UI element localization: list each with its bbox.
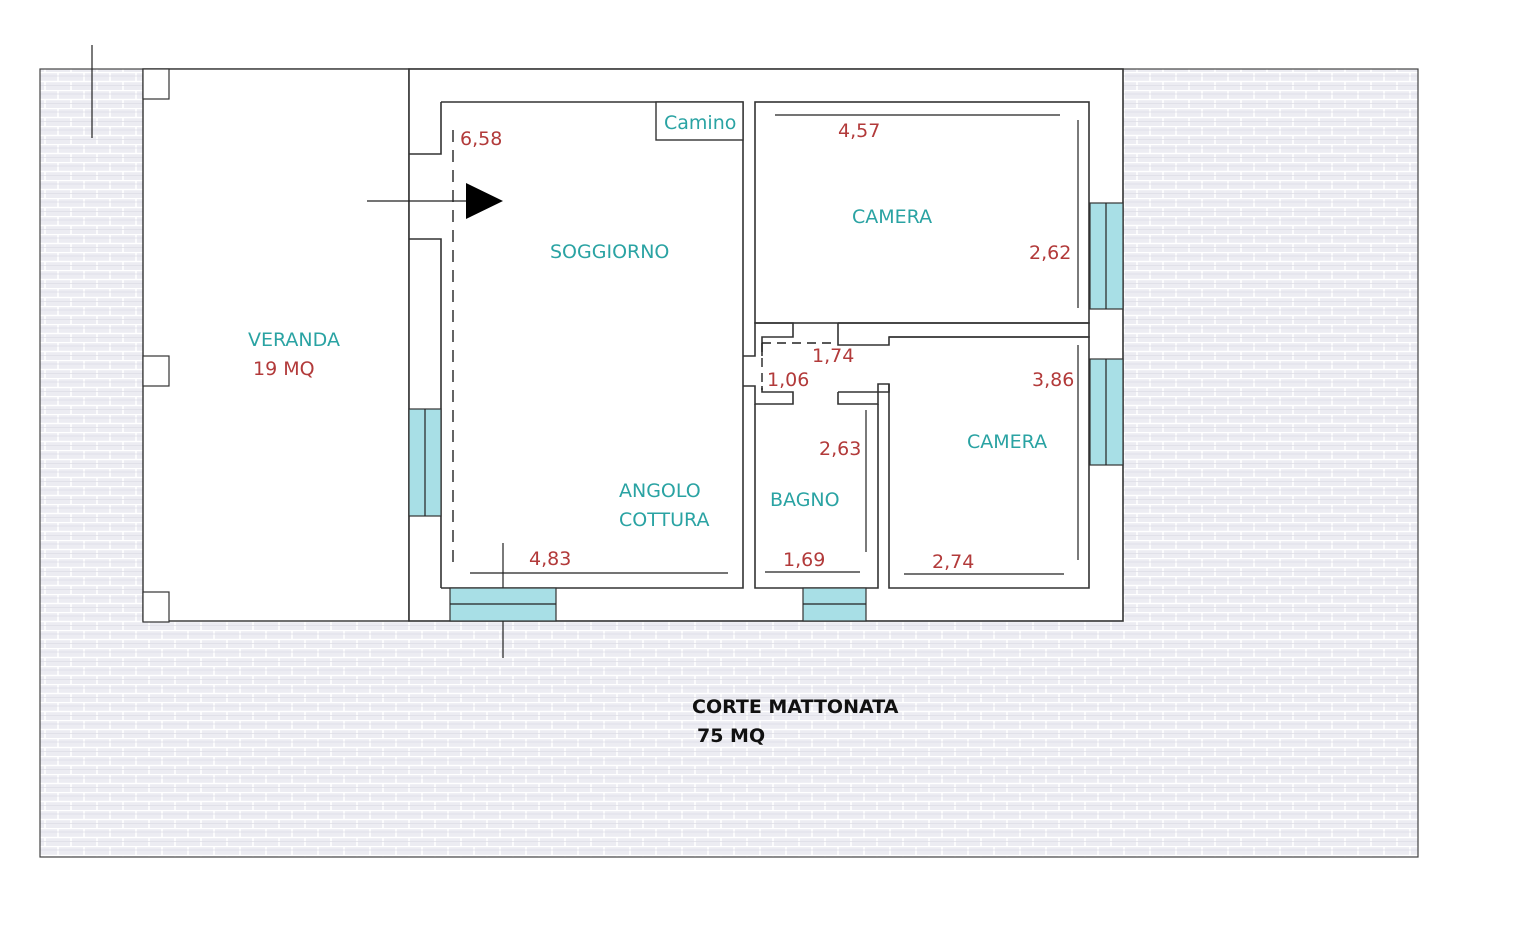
veranda-label: VERANDA (248, 329, 340, 351)
hall-wall-lower-left (743, 385, 794, 405)
veranda-area: 19 MQ (253, 358, 315, 380)
bagno-height-dim: 2,63 (819, 438, 861, 460)
soggiorno-label: SOGGIORNO (550, 241, 669, 263)
house-footprint (408, 68, 1124, 622)
camera-top-width-dim: 4,57 (838, 120, 880, 142)
veranda-pillar (142, 355, 170, 387)
hall-width-dim: 1,74 (812, 345, 854, 367)
hall-wall-left (743, 322, 794, 357)
soggiorno-height-dim: 6,58 (460, 128, 502, 150)
west-wall-upper (409, 102, 442, 155)
angolo-cottura-label-2: COTTURA (619, 509, 709, 531)
soggiorno-walls (441, 101, 744, 589)
bagno-width-dim: 1,69 (783, 549, 825, 571)
veranda-pillar (142, 591, 170, 623)
hall-height-dim: 1,06 (767, 369, 809, 391)
court-label: CORTE MATTONATA (692, 696, 899, 718)
bagno-label: BAGNO (770, 489, 840, 511)
camino-label: Camino (664, 112, 736, 134)
camera-bottom-label: CAMERA (967, 431, 1047, 453)
camera-bottom-width-dim: 2,74 (932, 551, 974, 573)
entrance-arrow-icon (466, 183, 503, 219)
camera-bottom-height-dim: 3,86 (1032, 369, 1074, 391)
court-area: 75 MQ (697, 725, 765, 747)
camera-bottom-walls (888, 336, 1090, 589)
veranda-pillar (142, 68, 170, 100)
veranda-area (142, 68, 410, 622)
soggiorno-width-dim: 4,83 (529, 548, 571, 570)
camera-top-height-dim: 2,62 (1029, 242, 1071, 264)
camino-box (655, 101, 744, 141)
camera-top-label: CAMERA (852, 206, 932, 228)
angolo-cottura-label-1: ANGOLO (619, 480, 701, 502)
